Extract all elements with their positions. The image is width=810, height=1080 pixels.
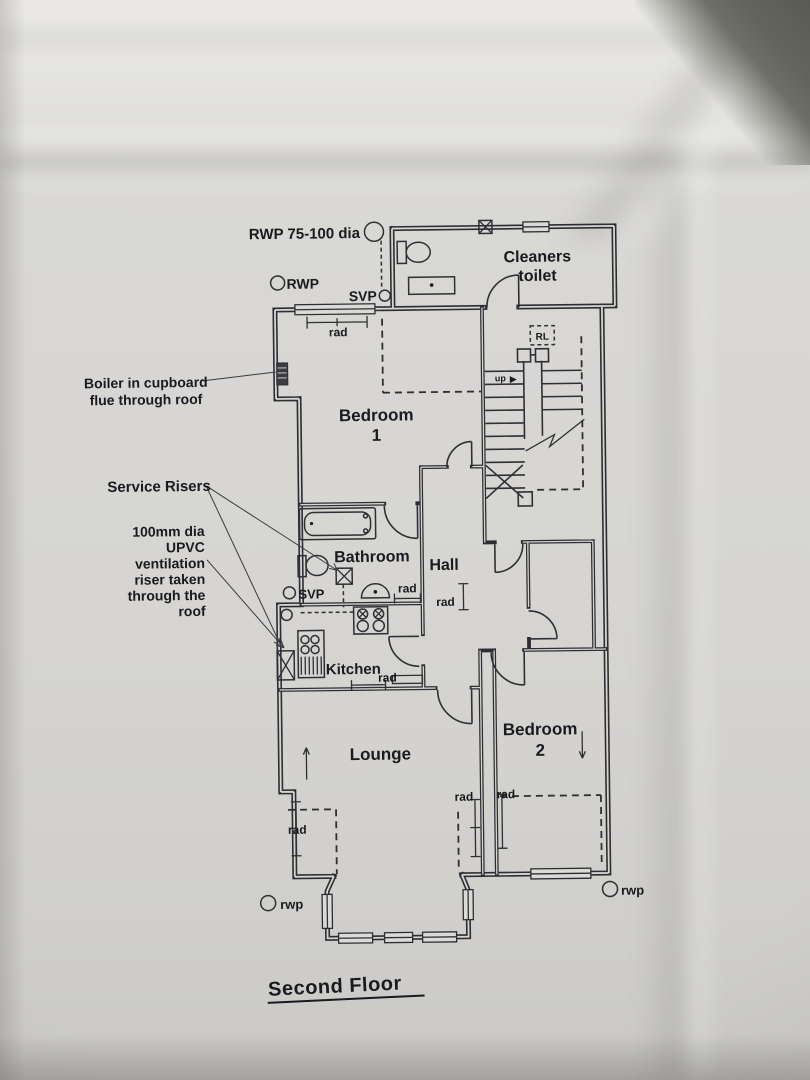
stair-break-line <box>525 418 585 452</box>
stair-newel-post <box>516 348 532 363</box>
radiator-lounge-left <box>290 801 302 857</box>
basin-unit-icon <box>407 276 456 296</box>
annotation-boiler-2: flue through roof <box>90 391 203 408</box>
stairs-up-label: up <box>495 373 507 383</box>
pipe-icon <box>280 608 293 622</box>
dashed-lines <box>288 240 603 875</box>
bath-icon <box>298 507 377 541</box>
bathroom-fixtures <box>297 507 391 599</box>
stair-newel-post <box>534 347 550 363</box>
annotation-boiler-1: Boiler in cupboard <box>84 374 208 392</box>
radiator-kitchen <box>350 679 387 691</box>
service-riser-duct-icon <box>335 567 354 586</box>
rad-label-bedroom2: rad <box>496 787 515 801</box>
rad-label-lounge-party: rad <box>454 790 473 804</box>
worktop-drainer-icon <box>297 629 326 679</box>
up-arrow-icon <box>509 376 517 384</box>
annotation-svp-upper: SVP <box>349 288 377 304</box>
rwp-circle-icon <box>259 894 277 912</box>
staircase <box>484 324 585 507</box>
door-bedroom1 <box>446 440 473 467</box>
rwp-circle-icon <box>269 275 286 291</box>
room-label-cleaners-1: Cleaners <box>503 248 571 266</box>
svp-circle-icon <box>282 586 297 600</box>
annotation-svp-lower: SVP <box>298 586 325 601</box>
roof-light-label: RL <box>536 332 549 343</box>
door-kitchen <box>388 635 420 668</box>
radiator-kitchen-2 <box>391 674 424 685</box>
basin-icon <box>360 583 391 599</box>
svp-circle-icon <box>378 289 392 302</box>
stair-void-dashed <box>532 336 585 491</box>
rad-label-bedroom1: rad <box>329 325 348 339</box>
labels: RWP 75-100 dia RWP SVP Boiler in cupboar… <box>84 225 644 912</box>
annotation-upvc-5: through the <box>128 587 206 604</box>
slope-arrow-bedroom2 <box>578 731 586 759</box>
vent-icon <box>478 219 493 235</box>
annotation-upvc-1: 100mm dia <box>132 523 205 540</box>
photo-background-corner <box>635 0 810 165</box>
kitchen-fixtures <box>276 605 389 681</box>
walls-outer <box>272 223 618 941</box>
room-label-bathroom: Bathroom <box>334 548 410 566</box>
toilet-icon <box>405 241 431 263</box>
annotation-upvc-2: UPVC <box>166 539 205 555</box>
rad-label-kitchen: rad <box>378 671 397 685</box>
door-understairs <box>494 543 524 574</box>
drainage-markers <box>259 221 619 912</box>
door-symbols <box>383 274 558 725</box>
rwp-circle-icon <box>601 880 619 898</box>
annotation-rwp-dia: RWP 75-100 dia <box>249 225 361 243</box>
room-label-bedroom1-1: Bedroom <box>339 405 414 425</box>
room-label-cleaners-2: toilet <box>518 268 557 285</box>
radiator-hall <box>458 583 469 611</box>
service-riser-duct-icon <box>276 650 296 681</box>
annotation-upvc-6: roof <box>178 603 206 619</box>
annotation-upvc-4: riser taken <box>134 571 205 588</box>
door-bathroom <box>383 505 419 540</box>
toilet-icon <box>305 554 329 577</box>
rad-label-lounge-left: rad <box>288 823 307 837</box>
boiler-cupboard <box>276 362 289 386</box>
cleaners-toilet-fixtures <box>396 219 493 296</box>
room-label-bedroom2-2: 2 <box>535 741 545 760</box>
rwp-label-bottom-left: rwp <box>280 897 303 912</box>
radiator-bedroom1 <box>306 315 368 329</box>
paper-crease <box>636 150 722 1080</box>
radiator-symbols <box>290 315 508 858</box>
room-label-bedroom1-2: 1 <box>372 426 382 445</box>
room-label-lounge: Lounge <box>350 744 412 764</box>
boiler-icon <box>276 362 289 386</box>
slope-arrow-lounge <box>302 747 310 780</box>
sink-hob-icon <box>352 605 389 635</box>
leader-lines <box>202 371 586 780</box>
room-label-bedroom2-1: Bedroom <box>503 719 578 739</box>
annotation-service-risers: Service Risers <box>107 478 211 496</box>
radiator-lounge-party <box>469 798 481 858</box>
radiator-bedroom2-party <box>496 793 508 849</box>
annotation-upvc-3: ventilation <box>135 555 205 572</box>
room-label-hall: Hall <box>429 557 459 574</box>
paper-edge-shadow <box>0 0 26 1080</box>
rad-label-bathroom: rad <box>398 581 417 595</box>
title-underline <box>267 994 425 1004</box>
door-cupboard <box>528 610 558 640</box>
rwp-label-bottom-right: rwp <box>621 883 644 898</box>
door-lounge <box>436 689 473 725</box>
drawing-title: Second Floor <box>267 973 425 1004</box>
toilet-cistern-icon <box>396 240 408 265</box>
annotation-rwp-upper: RWP <box>287 275 320 291</box>
door-cleaners-toilet <box>486 274 520 308</box>
rad-label-hall: rad <box>436 595 455 609</box>
stair-newel-post <box>517 491 534 507</box>
door-bedroom2 <box>490 651 526 686</box>
room-label-kitchen: Kitchen <box>326 661 381 679</box>
window-symbols <box>294 220 592 944</box>
paper-edge-shadow <box>0 1034 810 1080</box>
rwp-circle-icon <box>363 221 385 243</box>
radiator-bathroom <box>393 593 422 604</box>
walls-partition <box>277 305 609 877</box>
